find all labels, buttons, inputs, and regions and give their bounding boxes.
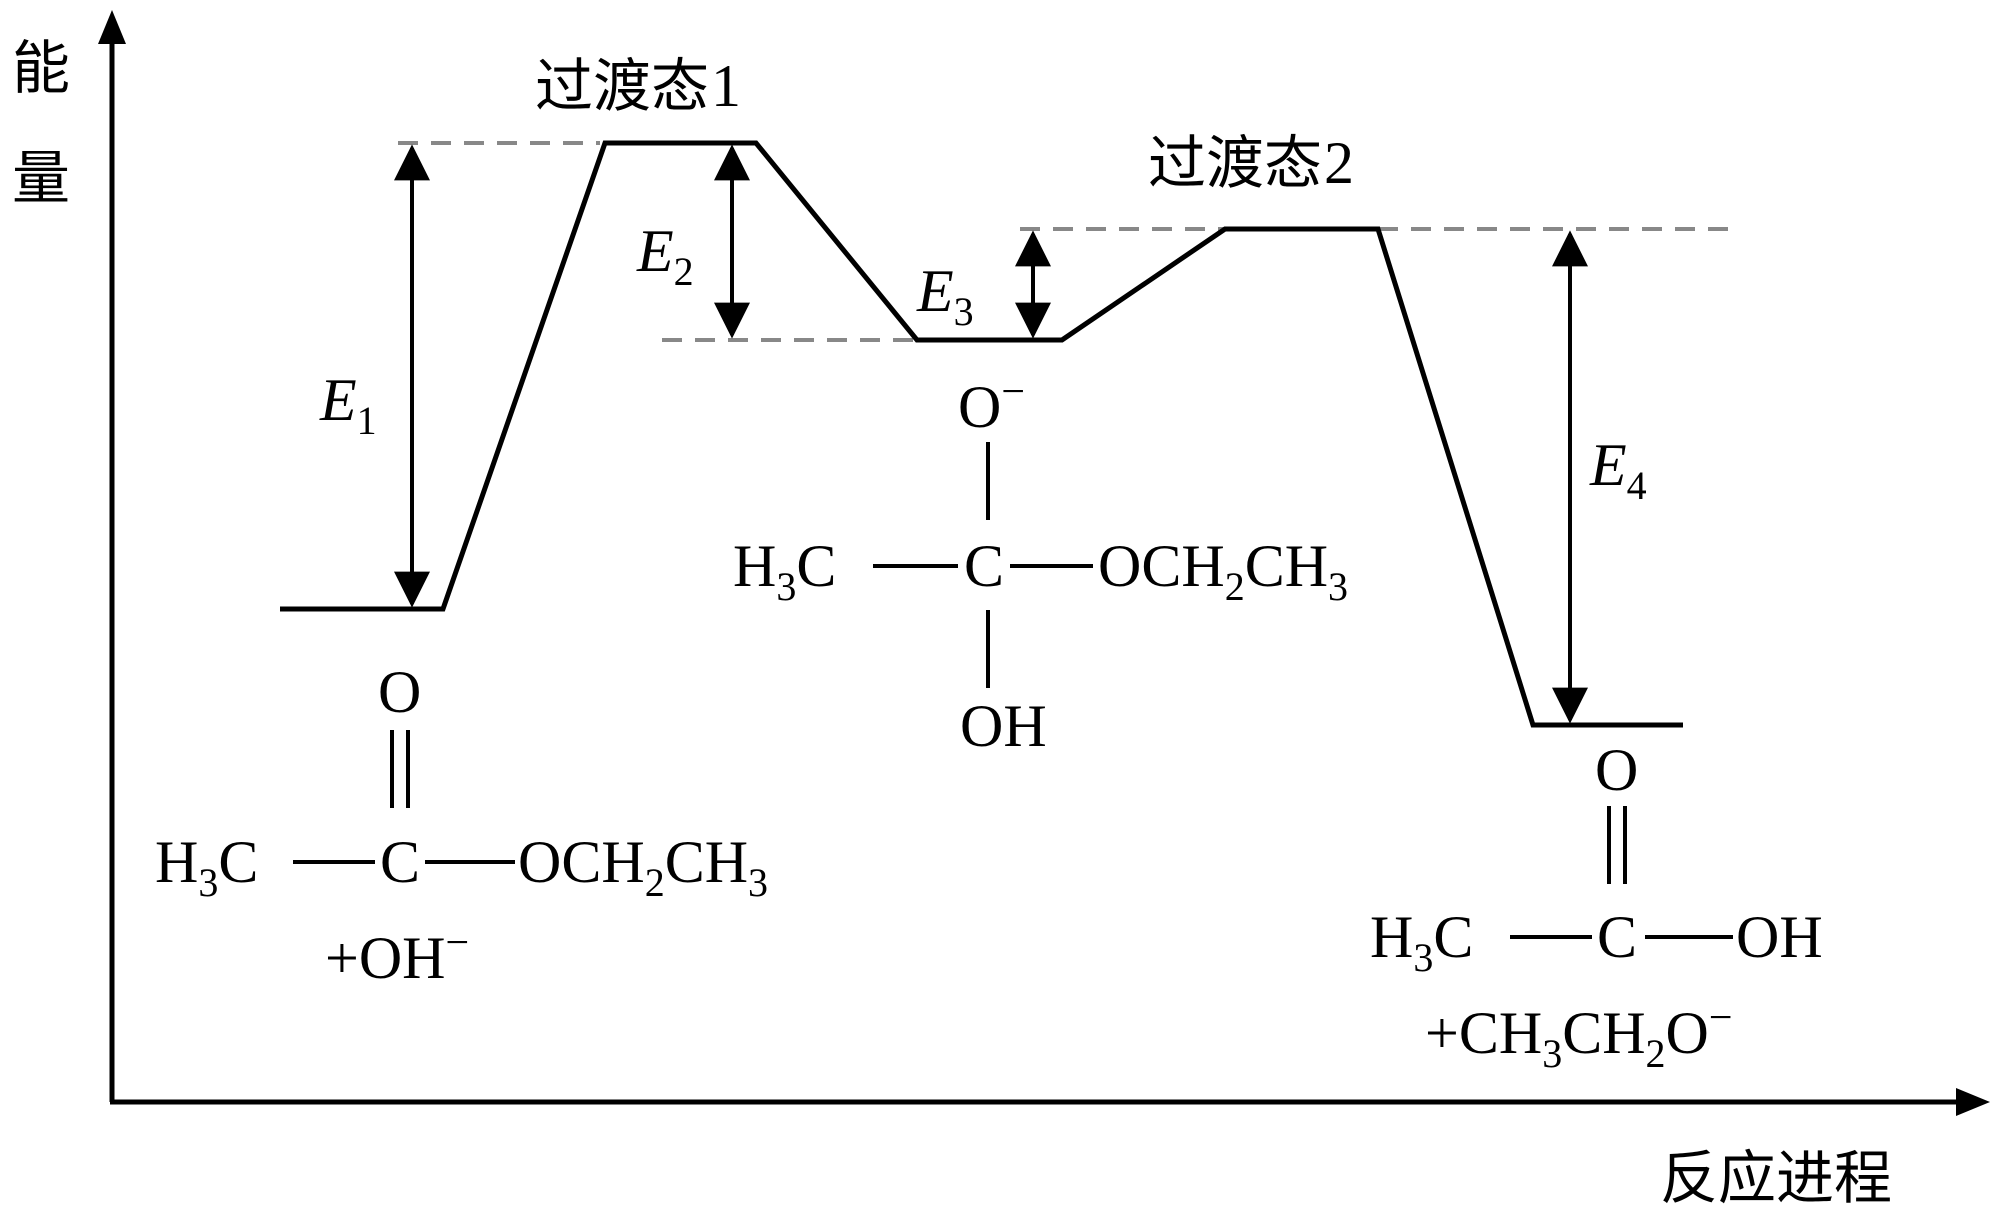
x-axis-label: 反应进程 [1660,1144,1892,1212]
reactant-carbonyl-o: O [378,659,421,725]
ts1-label: 过渡态1 [535,52,741,120]
e3-label: E3 [916,258,974,334]
reactant-central-c: C [380,829,420,895]
product-ethoxide: +CH3CH2O− [1425,995,1733,1076]
intermediate-central-c: C [964,533,1004,599]
reactant-ethoxy: OCH2CH3 [518,829,768,905]
y-axis-label-1: 能 [12,34,70,102]
y-axis-label-2: 量 [12,144,70,212]
energy-curve [280,140,1683,728]
intermediate-methyl: H3C [733,533,836,609]
intermediate-hydroxyl: OH [960,693,1047,759]
product-central-c: C [1597,904,1637,970]
product-carbonyl-o: O [1595,737,1638,803]
reactant-hydroxide: +OH− [325,920,469,991]
reactant-methyl: H3C [155,829,258,905]
y-axis-arrowhead [98,10,126,44]
e4-label: E4 [1589,432,1647,508]
intermediate-structure: O− H3C C OCH2CH3 OH [733,369,1348,759]
x-axis-arrowhead [1956,1088,1990,1116]
intermediate-ethoxy: OCH2CH3 [1098,533,1348,609]
ts2-label: 过渡态2 [1148,129,1354,197]
reactant-structure: O H3C C OCH2CH3 +OH− [155,659,768,991]
intermediate-oxide: O− [958,369,1025,440]
e1-label: E1 [319,367,377,443]
e2-label: E2 [636,218,694,294]
product-hydroxyl: OH [1736,904,1823,970]
product-structure: O H3C C OH +CH3CH2O− [1370,737,1823,1076]
product-methyl: H3C [1370,904,1473,980]
